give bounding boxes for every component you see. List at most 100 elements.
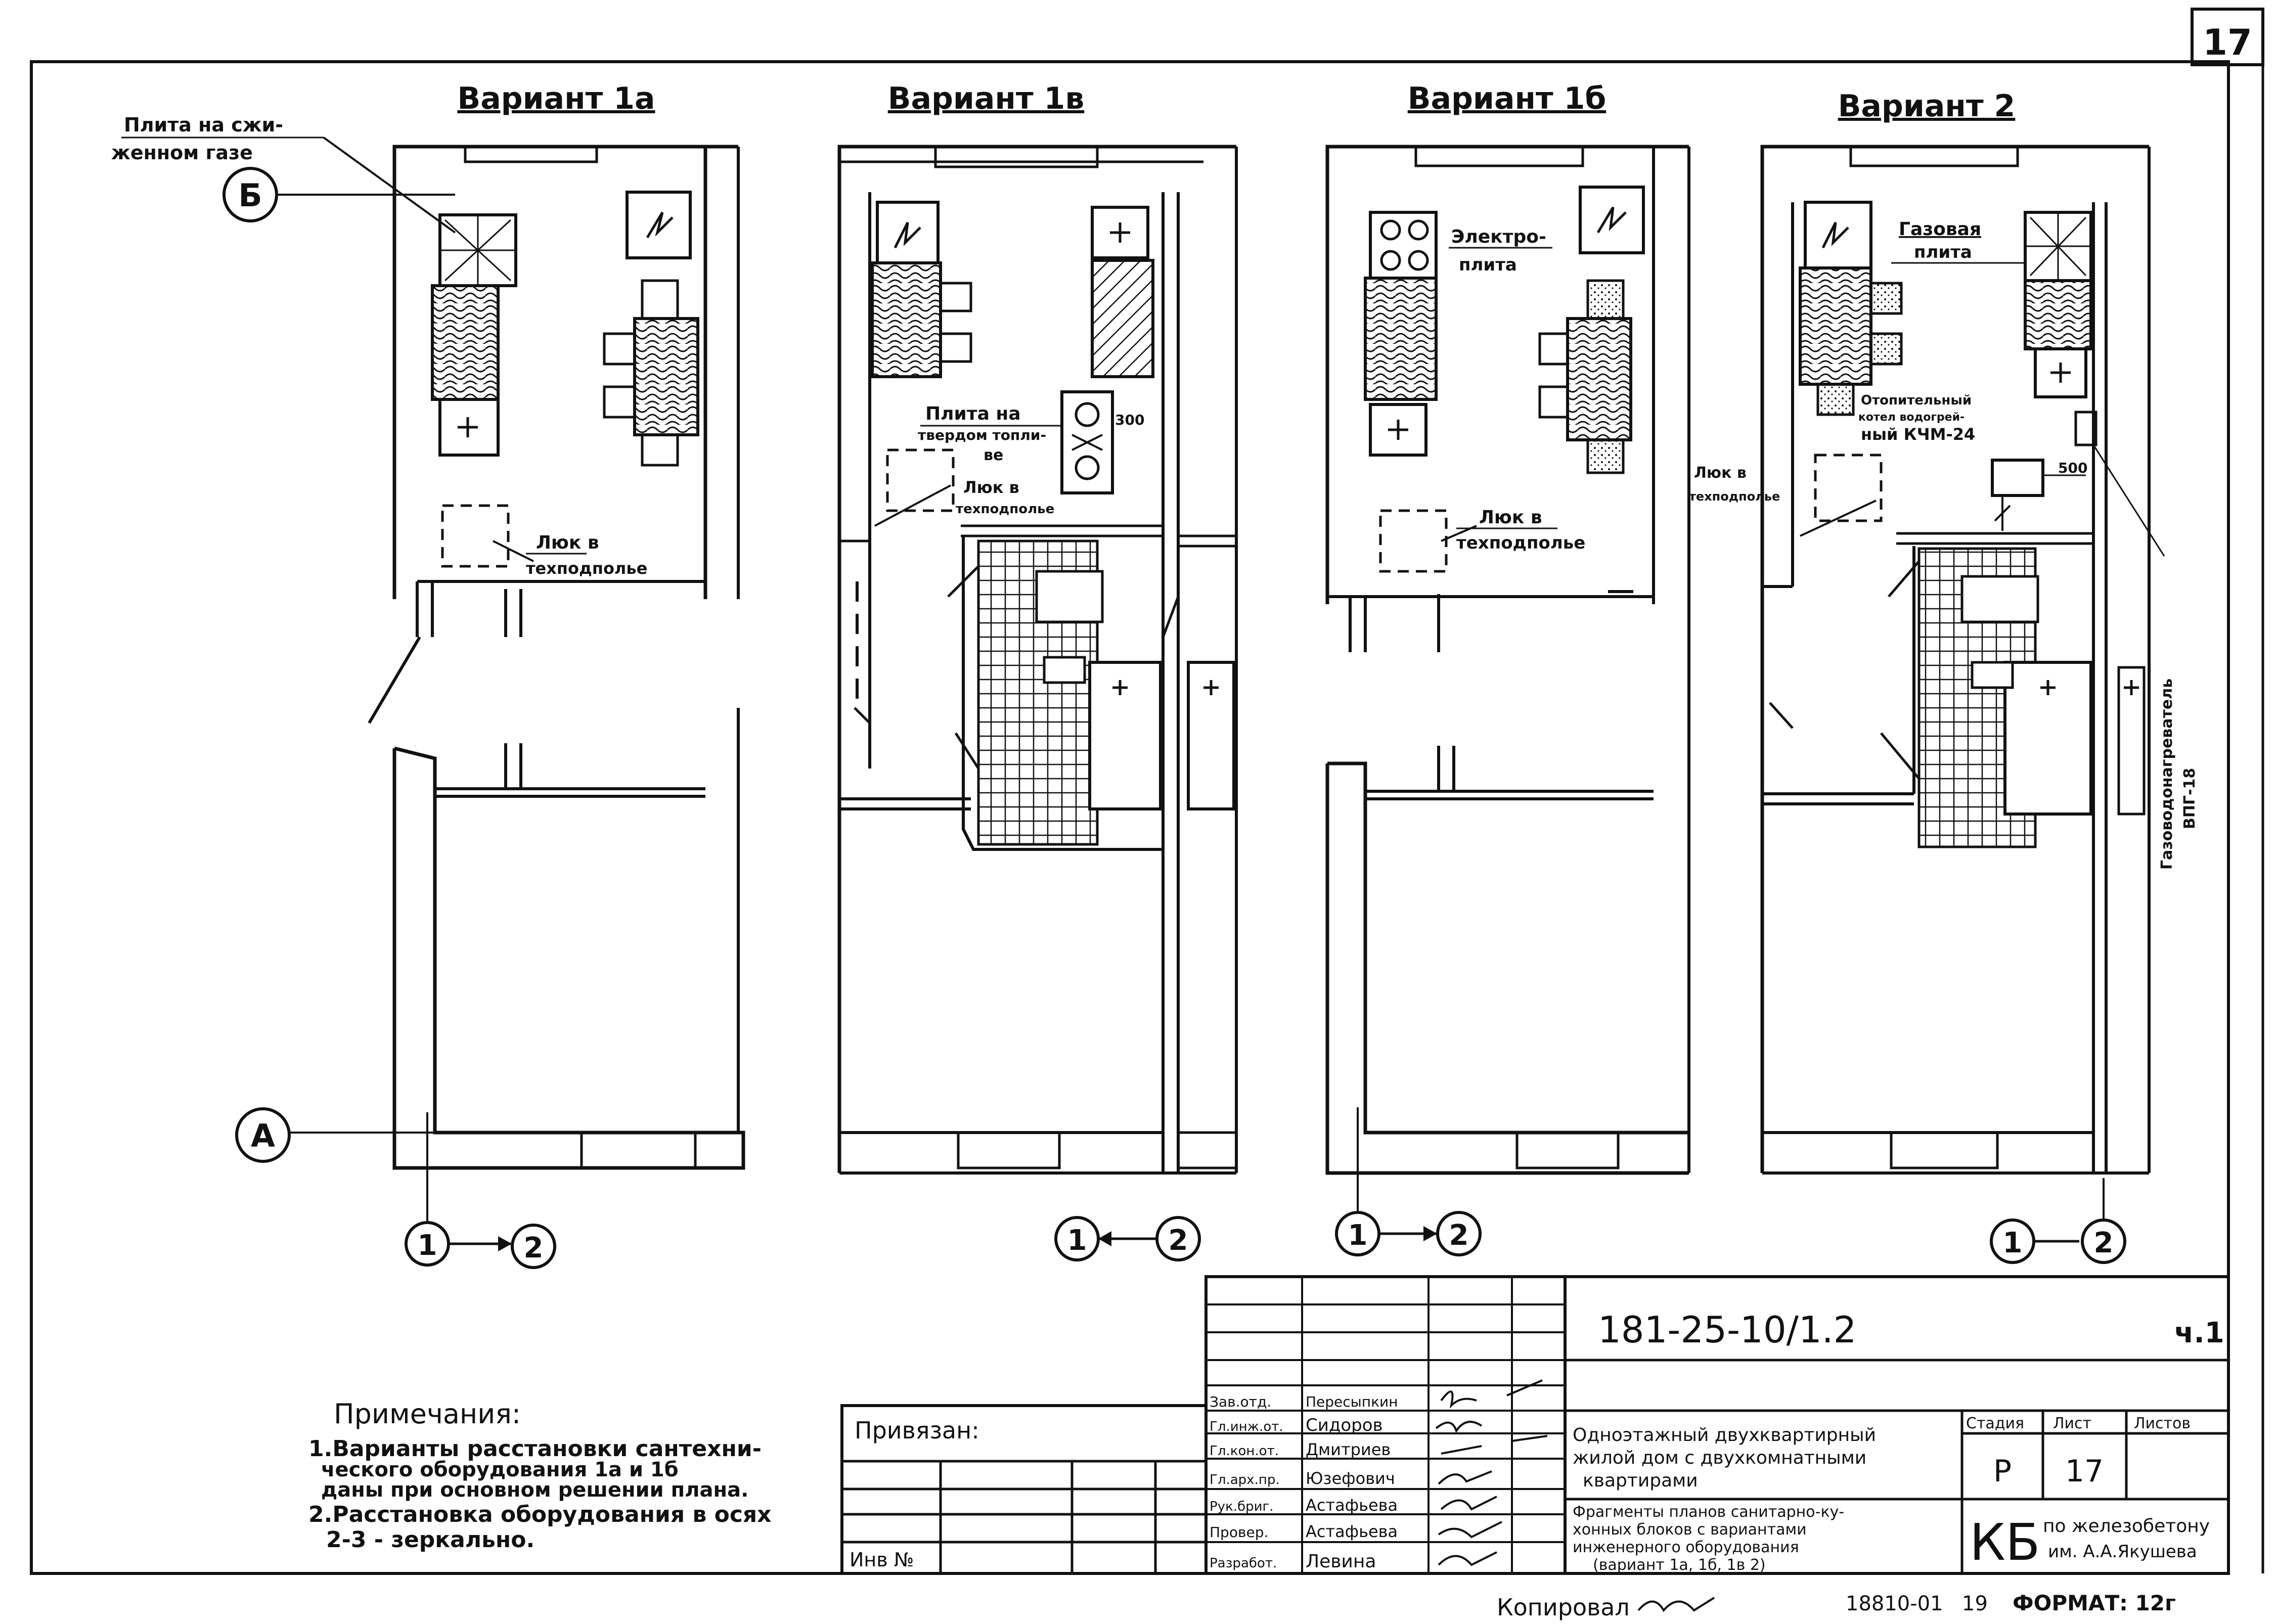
- inventory-number: 18810-01: [1846, 1592, 1943, 1615]
- role-1: Гл.инж.от.: [1210, 1419, 1283, 1434]
- name-3: Юзефович: [1306, 1469, 1395, 1488]
- axis-1-label: 1: [1348, 1219, 1368, 1252]
- sheets-label: Листов: [2134, 1415, 2191, 1432]
- side-hatch-label-line-1: Люк в: [1694, 464, 1747, 482]
- description-line-3: квартирами: [1583, 1470, 1698, 1491]
- stove-label-1v-line-3: ве: [984, 446, 1003, 464]
- axis-2-label: 2: [2094, 1227, 2114, 1259]
- boiler-label-line-2: котел водогрей-: [1858, 411, 1965, 424]
- boiler-label-line-1: Отопительный: [1861, 393, 1972, 408]
- axis-2-label: 2: [1449, 1219, 1469, 1252]
- hatch-label-line-2: техподполье: [526, 559, 647, 578]
- role-2: Гл.кон.от.: [1210, 1443, 1279, 1459]
- role-0: Зав.отд.: [1210, 1393, 1271, 1410]
- org-line-2: им. А.А.Якушева: [2048, 1542, 2197, 1562]
- axis-2-label: 2: [524, 1232, 544, 1265]
- floor-hatch: [441, 504, 510, 568]
- electric-stove: [1369, 211, 1438, 280]
- notes-title: Примечания:: [334, 1398, 521, 1430]
- copier-signature: [1637, 1597, 1715, 1612]
- name-6: Левина: [1306, 1551, 1376, 1572]
- dim-500: 500: [2058, 460, 2087, 476]
- variant-1a-title: Вариант 1а: [457, 81, 655, 116]
- binding-block: Привязан: Инв №: [840, 1404, 1208, 1575]
- name-0: Пересыпкин: [1306, 1393, 1398, 1410]
- axis-2-marker: [1155, 1216, 1201, 1261]
- description-line-2: жилой дом с двухкомнатными: [1573, 1448, 1866, 1468]
- electric-stove-label-line-1: Электро-: [1451, 227, 1546, 247]
- name-5: Астафьева: [1306, 1522, 1398, 1541]
- name-2: Дмитриев: [1306, 1440, 1391, 1459]
- stove-label-1v-line-1: Плита на: [925, 403, 1021, 424]
- water-heater-label: Газоводонагреватель: [2158, 679, 2176, 870]
- notes-line-5: 2-3 - зеркально.: [326, 1527, 534, 1553]
- solid-fuel-stove: [1060, 390, 1114, 494]
- hatch-label-1b-line-2: техподполье: [1456, 533, 1585, 553]
- stage-value: Р: [1993, 1454, 2012, 1489]
- sheet-label: Лист: [2053, 1415, 2091, 1432]
- copied-label: Копировал: [1497, 1594, 1630, 1621]
- name-1: Сидоров: [1306, 1415, 1383, 1435]
- notes-line-4: 2.Расстановка оборудования в осях: [308, 1502, 772, 1527]
- plan-variant-2: Вариант 2: [1760, 88, 2199, 1264]
- axis-a-marker: [235, 1107, 291, 1163]
- sheet-title-line-2: хонных блоков с вариантами: [1573, 1521, 1807, 1539]
- page-number: 17: [2203, 22, 2252, 63]
- drawing-part: ч.1: [2174, 1317, 2224, 1349]
- title-block: 181-25-10/1.2 ч.1 Зав.отд. Гл.инж.от. Гл…: [1204, 1275, 2230, 1575]
- plan-variant-1a: Вариант 1а Люк в техподполье Плита на сж…: [111, 81, 745, 1269]
- stove-label-1v-line-2: твердом топли-: [918, 427, 1046, 443]
- boiler-label-line-3: ный КЧМ-24: [1861, 425, 1975, 444]
- notes: Примечания: 1.Варианты расстановки санте…: [308, 1398, 772, 1553]
- role-4: Рук.бриг.: [1210, 1499, 1273, 1514]
- gas-stove-2-label-line-1: Газовая: [1899, 219, 1981, 240]
- notes-line-1: 1.Варианты расстановки сантехни-: [308, 1436, 762, 1462]
- stove-label-line-2: женном газе: [111, 142, 253, 164]
- binding-inventory-label: Инв №: [850, 1549, 914, 1571]
- binding-label: Привязан:: [855, 1417, 979, 1444]
- plan-variant-1v: Вариант 1в: [837, 81, 1238, 1261]
- sheet-format: ФОРМАТ: 12г: [2013, 1591, 2176, 1615]
- axis-2-marker: [511, 1224, 556, 1269]
- hatch-label-1b-line-1: Люк в: [1479, 507, 1542, 528]
- drawing-code: 181-25-10/1.2: [1598, 1309, 1856, 1351]
- variant-1b-title: Вариант 1б: [1408, 81, 1606, 116]
- axis-1-label: 1: [418, 1229, 437, 1262]
- electric-meter: [626, 191, 692, 259]
- hatch-label-line-1: Люк в: [536, 532, 599, 553]
- gas-stove-2-label-line-2: плита: [1914, 242, 1972, 262]
- axis-2-label: 2: [1169, 1224, 1188, 1257]
- name-4: Астафьева: [1306, 1496, 1398, 1515]
- variant-2-title: Вариант 2: [1838, 88, 2016, 124]
- side-hatch-label-line-2: техподполье: [1689, 489, 1780, 504]
- page-number-box: [2191, 8, 2264, 66]
- water-heater-model: ВПГ-18: [2181, 768, 2199, 829]
- axis-b-label: Б: [238, 177, 262, 214]
- stove-label-line-1: Плита на сжи-: [124, 114, 283, 136]
- org-mark: КБ: [1970, 1513, 2040, 1572]
- org-line-1: по железобетону: [2043, 1516, 2210, 1537]
- sheet-title-line-1: Фрагменты планов санитарно-ку-: [1573, 1503, 1844, 1521]
- hatch-label-1v-line-2: техподполье: [956, 502, 1054, 517]
- axis-2-marker: [1436, 1211, 1482, 1256]
- inventory-suffix: 19: [1962, 1592, 1988, 1615]
- notes-line-3: даны при основном решении плана.: [321, 1478, 748, 1502]
- electric-stove-label-line-2: плита: [1459, 255, 1517, 275]
- signatures: [1435, 1379, 1548, 1566]
- notes-line-2: ческого оборудования 1а и 1б: [321, 1458, 679, 1481]
- sheet-title-line-3: инженерного оборудования: [1573, 1539, 1799, 1556]
- dim-300: 300: [1115, 412, 1144, 428]
- boiler: [1991, 459, 2044, 497]
- role-6: Разработ.: [1210, 1556, 1277, 1571]
- plan-variant-1b: Вариант 1б Электро- плита Люк в те: [1325, 81, 1780, 1256]
- role-5: Провер.: [1210, 1524, 1268, 1541]
- axis-1-label: 1: [2003, 1227, 2023, 1259]
- sink: [438, 398, 500, 457]
- axis-1-label: 1: [1067, 1224, 1087, 1257]
- role-3: Гл.арх.пр.: [1210, 1472, 1280, 1487]
- sheet-title-line-4: (вариант 1а, 1б, 1в 2): [1593, 1556, 1766, 1574]
- axis-a-label: А: [251, 1117, 275, 1154]
- sheet-value: 17: [2065, 1454, 2104, 1489]
- description-line-1: Одноэтажный двухквартирный: [1573, 1425, 1876, 1446]
